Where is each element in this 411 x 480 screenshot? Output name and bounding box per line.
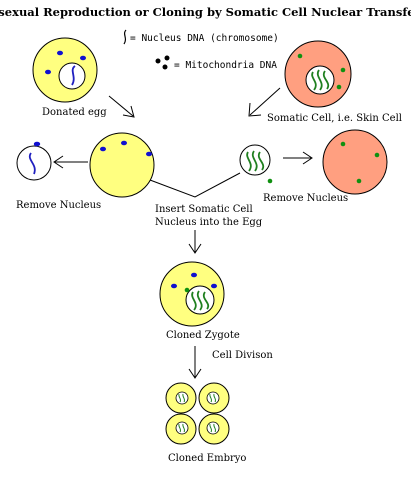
cloned-zygote-label: Cloned Zygote	[166, 330, 240, 341]
arrow-somatic-to-nucleus	[248, 87, 281, 117]
cloned-embryo-label: Cloned Embryo	[168, 453, 246, 464]
cloned-embryo	[165, 382, 230, 445]
somatic-cell	[284, 40, 352, 108]
somatic-cytoplasm	[322, 129, 388, 195]
diagram-title: Asexual Reproduction or Cloning by Somat…	[0, 5, 411, 19]
embryo-cell	[198, 382, 230, 414]
cell-division-label: Cell Divison	[212, 350, 273, 361]
arrow-remove-somatic-nucleus	[283, 151, 313, 165]
arrow-remove-egg-nucleus	[53, 155, 88, 169]
donated-egg-cell	[32, 37, 98, 103]
insert-connector	[149, 172, 241, 198]
legend-nucleus-dna-icon	[123, 29, 127, 45]
arrow-to-embryo	[188, 346, 202, 379]
embryo-cell	[165, 382, 197, 414]
remove-nucleus-left-label: Remove Nucleus	[16, 200, 101, 211]
removed-egg-nucleus	[16, 141, 52, 181]
donated-egg-label: Donated egg	[42, 107, 107, 118]
insert-label-line1: Insert Somatic Cell	[155, 204, 253, 215]
embryo-cell	[198, 413, 230, 445]
cloned-zygote	[159, 261, 225, 327]
somatic-nucleus	[239, 144, 273, 184]
insert-label-line2: Nucleus into the Egg	[155, 217, 263, 228]
legend-mito-dna-label: = Mitochondria DNA	[174, 60, 277, 71]
legend: = Nucleus DNA (chromosome) = Mitochondri…	[123, 29, 279, 71]
embryo-cell	[165, 413, 197, 445]
somatic-cell-label: Somatic Cell, i.e. Skin Cell	[267, 113, 402, 124]
remove-nucleus-right-label: Remove Nucleus	[263, 193, 348, 204]
enucleated-egg	[89, 132, 155, 198]
arrow-egg-to-enucleated	[108, 95, 135, 118]
legend-mito-dna-icon	[155, 55, 170, 70]
arrow-to-zygote	[188, 230, 202, 254]
legend-nucleus-dna-label: = Nucleus DNA (chromosome)	[130, 33, 279, 44]
